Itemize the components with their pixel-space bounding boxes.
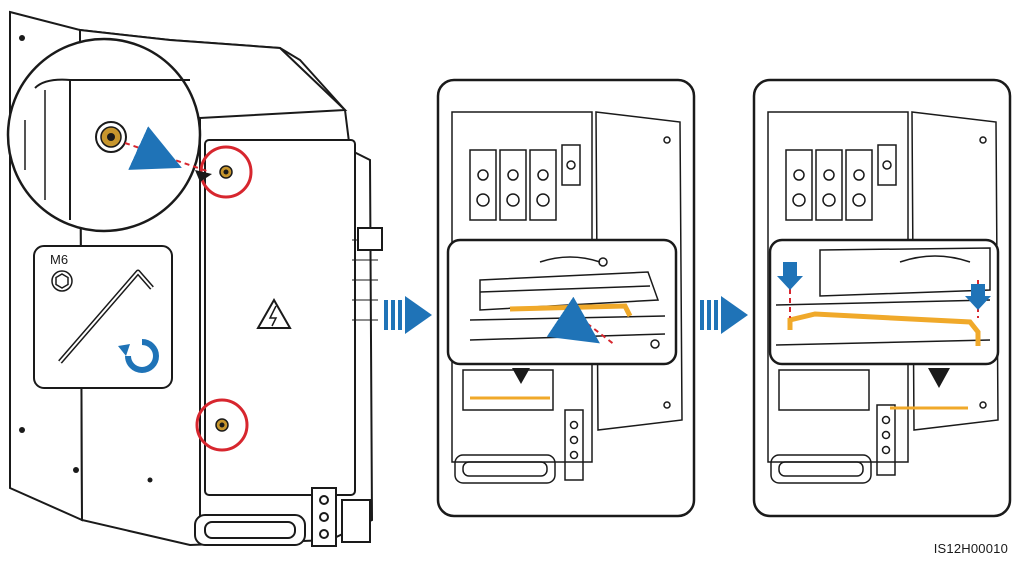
screw-pointer-arrowhead [195,170,212,182]
counterclockwise-rotate-icon [118,339,159,373]
hex-socket-icon [51,270,73,292]
step-arrow-2-icon [700,296,748,334]
unscrew-direction-arrow [128,126,182,170]
step-2-panel [436,78,696,518]
tool-size-label: M6 [50,252,68,267]
step-3-panel [752,78,1012,518]
inverter-body [9,10,383,547]
bottom-screw-highlight-circle [195,398,249,452]
step-3-cable [787,311,981,346]
bottom-cover-screw [215,418,229,432]
tool-callout-box: M6 [33,245,173,389]
step-arrow-1-icon [384,296,432,334]
step-2-zoom-box [446,238,678,366]
high-voltage-warning-icon [256,297,292,329]
step-3-insert-arrow-right [965,284,991,310]
screw-alignment-dashed-line [124,142,211,173]
screw-magnifier-callout [6,37,202,233]
top-cover-screw [219,165,233,179]
step-3-zoom-box [768,238,1000,366]
step-3-insert-arrow-left [777,262,803,290]
step-2-pull-arrow [546,296,600,344]
figure-id: IS12H00010 [933,541,1008,556]
